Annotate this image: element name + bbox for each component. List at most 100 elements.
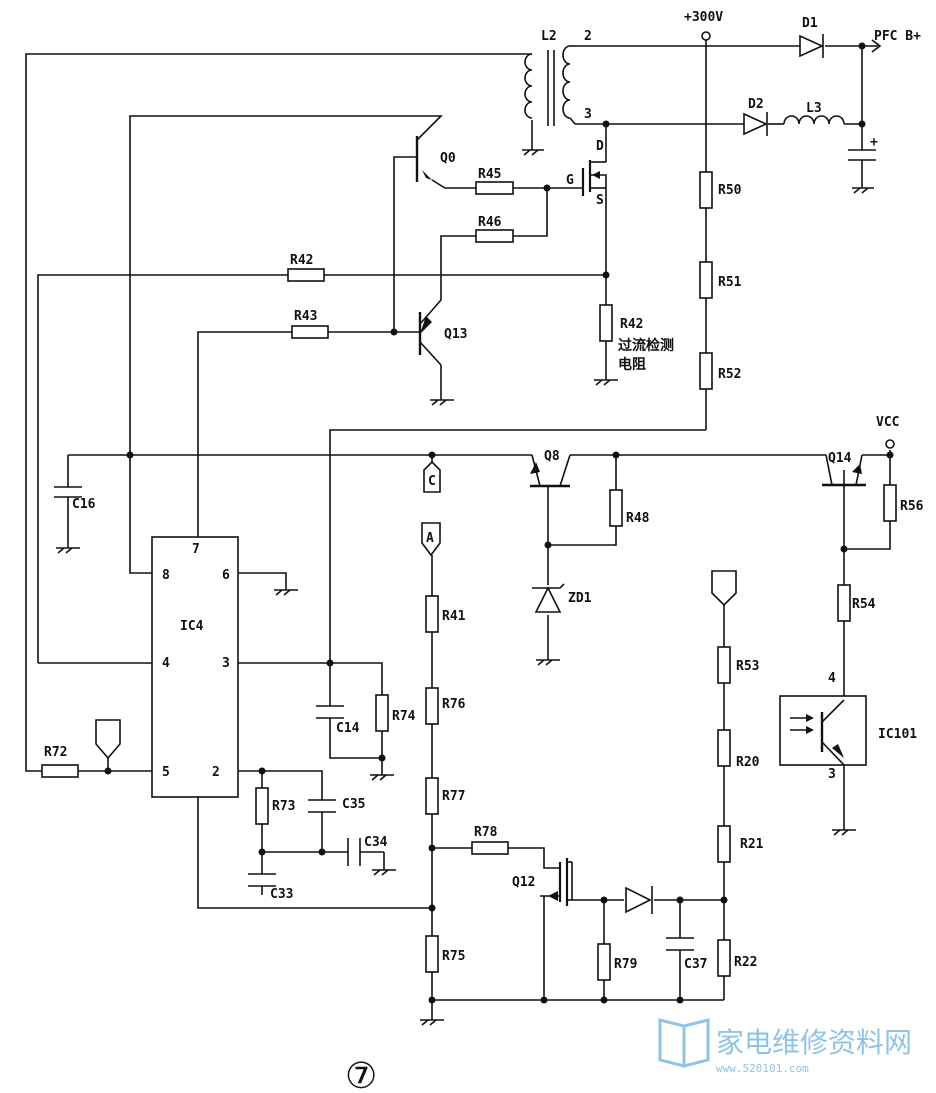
label-c14: C14 bbox=[336, 721, 360, 736]
resistor-r76 bbox=[425, 687, 439, 725]
label-r48: R48 bbox=[626, 511, 650, 526]
resistor-r74 bbox=[375, 694, 389, 732]
label-q12: Q12 bbox=[512, 875, 535, 890]
transformer-l2 bbox=[524, 45, 576, 126]
ground-icon bbox=[420, 1019, 444, 1026]
resistor-r48 bbox=[609, 489, 623, 527]
ground-icon bbox=[522, 149, 544, 156]
resistor-r73 bbox=[255, 787, 269, 825]
label-ic4-p3: 3 bbox=[222, 656, 230, 671]
label-c35: C35 bbox=[342, 797, 365, 812]
label-ic4-p7: 7 bbox=[192, 542, 200, 557]
resistor-r50 bbox=[699, 171, 713, 209]
watermark-text: 家电维修资料网 bbox=[716, 1026, 912, 1059]
label-ic4-p4: 4 bbox=[162, 656, 170, 671]
resistor-r56 bbox=[883, 484, 897, 522]
label-r77: R77 bbox=[442, 789, 465, 804]
resistor-r21 bbox=[717, 825, 731, 863]
label-r46: R46 bbox=[478, 215, 502, 230]
label-r42a: R42 bbox=[290, 253, 313, 268]
label-d1: D1 bbox=[802, 16, 818, 31]
label-sense-2: 电阻 bbox=[618, 356, 646, 373]
ground-icon bbox=[56, 547, 80, 554]
capacitors: + bbox=[54, 135, 878, 951]
resistor-r42-horizontal bbox=[287, 268, 325, 282]
label-s: S bbox=[596, 193, 604, 208]
label-300v: +300V bbox=[684, 10, 723, 25]
label-r20: R20 bbox=[736, 755, 760, 770]
transistors bbox=[415, 136, 866, 906]
connector-right bbox=[711, 570, 737, 607]
resistor-r75 bbox=[425, 935, 439, 973]
transistor-q0 bbox=[415, 136, 432, 182]
label-vcc: VCC bbox=[876, 415, 899, 430]
ground-symbols bbox=[56, 149, 874, 1026]
ground-icon bbox=[274, 589, 298, 596]
label-r51: R51 bbox=[718, 275, 742, 290]
label-r45: R45 bbox=[478, 167, 501, 182]
label-r42b: R42 bbox=[620, 317, 643, 332]
diode-d12 bbox=[625, 886, 653, 914]
resistor-r43 bbox=[291, 325, 329, 339]
label-r75: R75 bbox=[442, 949, 465, 964]
junctions bbox=[104, 42, 894, 1004]
transistor-q8 bbox=[530, 454, 571, 488]
label-r22: R22 bbox=[734, 955, 757, 970]
arrow-pfc-icon bbox=[871, 39, 882, 53]
label-c16: C16 bbox=[72, 497, 96, 512]
capacitor-c16 bbox=[54, 486, 82, 498]
label-r73: R73 bbox=[272, 799, 295, 814]
watermark: 家电维修资料网 www.520101.com bbox=[658, 1018, 912, 1075]
label-q8: Q8 bbox=[544, 449, 560, 464]
label-ic4-p2: 2 bbox=[212, 765, 220, 780]
light-arrows-icon bbox=[790, 714, 814, 734]
label-q13: Q13 bbox=[444, 327, 467, 342]
label-a: A bbox=[426, 531, 434, 546]
resistor-r42-sense bbox=[599, 304, 613, 342]
label-r79: R79 bbox=[614, 957, 637, 972]
label-r54: R54 bbox=[852, 597, 876, 612]
label-r74: R74 bbox=[392, 709, 416, 724]
resistor-r53 bbox=[717, 646, 731, 684]
label-r78: R78 bbox=[474, 825, 498, 840]
ground-icon bbox=[430, 399, 454, 406]
resistors bbox=[41, 171, 897, 981]
capacitor-c37 bbox=[666, 937, 694, 951]
figure-number: ⑦ bbox=[345, 1056, 377, 1093]
transistor-q14 bbox=[822, 454, 866, 487]
terminal-vcc bbox=[885, 439, 895, 449]
ground-icon bbox=[832, 829, 856, 836]
ground-icon bbox=[370, 774, 394, 781]
label-c33: C33 bbox=[270, 887, 293, 902]
label-r43: R43 bbox=[294, 309, 317, 324]
label-r41: R41 bbox=[442, 609, 466, 624]
capacitor-c34 bbox=[347, 838, 361, 866]
resistor-r22 bbox=[717, 939, 731, 977]
label-pin2: 2 bbox=[584, 29, 592, 44]
inductors bbox=[524, 45, 845, 126]
label-g: G bbox=[566, 173, 574, 188]
label-ic4-p5: 5 bbox=[162, 765, 170, 780]
resistor-r51 bbox=[699, 261, 713, 299]
label-l2: L2 bbox=[541, 29, 557, 44]
resistor-r45 bbox=[475, 181, 514, 195]
label-r72: R72 bbox=[44, 745, 67, 760]
connector-c bbox=[423, 460, 441, 493]
capacitor-c33 bbox=[248, 873, 276, 887]
ic4 bbox=[151, 536, 239, 798]
label-r56: R56 bbox=[900, 499, 924, 514]
wires bbox=[25, 40, 891, 1020]
terminals bbox=[95, 31, 895, 760]
diode-d1 bbox=[799, 34, 824, 58]
mosfet-q-pfc bbox=[581, 160, 607, 196]
resistor-r78 bbox=[471, 841, 509, 855]
svg-text:+: + bbox=[870, 135, 878, 150]
ic101-optocoupler bbox=[779, 695, 867, 766]
ic4-body bbox=[151, 536, 239, 798]
label-r50: R50 bbox=[718, 183, 742, 198]
resistor-r52 bbox=[699, 352, 713, 390]
transistor-q13 bbox=[418, 299, 442, 366]
ground-icon bbox=[852, 187, 874, 194]
resistor-r77 bbox=[425, 777, 439, 815]
